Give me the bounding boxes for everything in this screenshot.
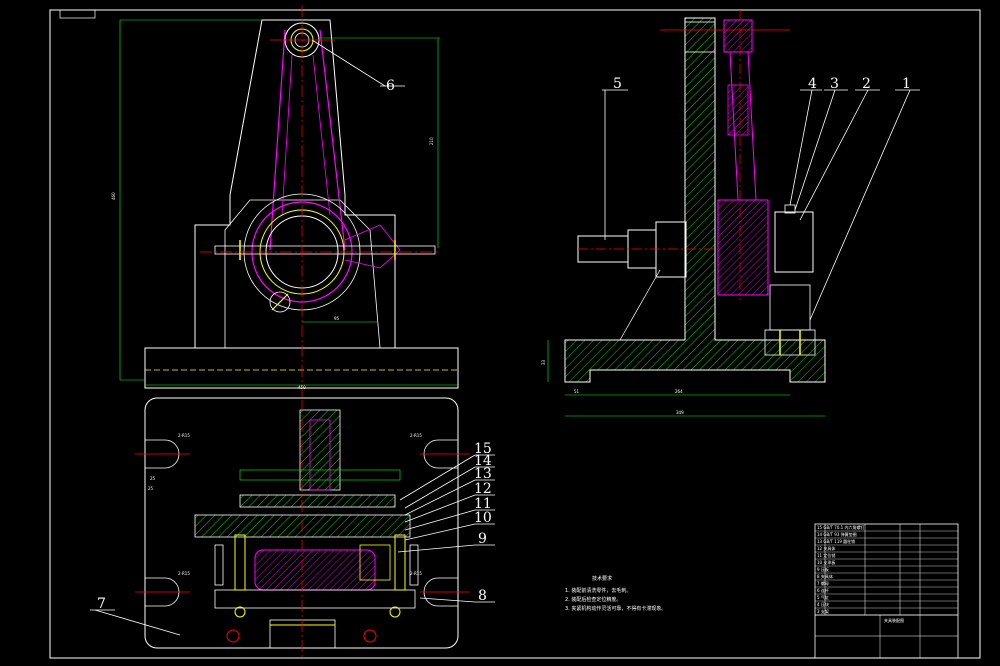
slot-dim-d: 2-R15 [410,571,422,576]
slot-dim-f: 25 [150,476,156,481]
dim-side-left: 51 [574,389,580,394]
side-rod-big-end [717,199,769,296]
title-block-row: 12 夹具体 [817,545,835,551]
side-view: 51 264 349 33 1 2 3 4 5 [541,10,920,417]
dim-side-height: 33 [541,359,546,365]
title-block-row: 3 支架 [817,608,829,614]
title-block-row: 10 支承板 [817,559,835,565]
title-block-row: 9 压板 [817,566,829,572]
balloon-9: 9 [478,531,487,547]
technical-notes: 技术要求 1. 装配前清洗零件，去毛刺。 2. 装配后检查定位精度。 3. 夹紧… [565,575,666,612]
dim-front-height: 460 [111,192,116,200]
balloon-1: 1 [902,76,911,92]
title-block-row: 11 定位销 [817,552,835,558]
top-clamp-plate [194,514,411,538]
title-block-row: 8 夹具体 [817,573,833,579]
title-block-row: 6 连杆 [817,587,829,593]
top-cylinder [299,409,341,491]
front-body-outline [194,19,396,348]
balloon-2: 2 [862,76,871,92]
top-view: 2-R15 2-R15 2-R15 2-R15 25 25 [90,397,495,660]
slot-dim-c: 2-R15 [178,571,190,576]
side-bracket [564,17,826,383]
balloon-15: 15 [474,441,492,457]
balloon-6: 6 [386,78,395,94]
balloon-7: 7 [97,596,106,612]
dim-side-width: 264 [675,389,683,394]
title-block-row: 15 GB/T 70.1 内六角螺钉 [817,524,864,530]
slot-dim-b: 2-R15 [410,433,422,438]
balloon-11: 11 [474,496,492,512]
balloon-5: 5 [613,76,622,92]
dim-front-width: 450 [298,385,306,390]
balloon-8: 8 [478,588,487,604]
connecting-rod [269,29,346,251]
balloon-13: 13 [474,466,492,482]
note-line-2: 2. 装配后检查定位精度。 [565,596,621,603]
slot-dim-a: 2-R15 [178,433,190,438]
front-base-plate [144,347,459,389]
title-block-row: 7 螺母 [817,580,829,586]
top-workpiece [254,549,376,591]
drawing-border [49,9,981,659]
dim-front-offset: 95 [334,316,340,321]
balloon-3: 3 [830,76,839,92]
title-block-row: 14 GB/T 93 弹簧垫圈 [817,531,857,537]
title-block-row: 5 气缸 [817,594,829,600]
balloon-10: 10 [474,510,492,526]
note-line-3: 3. 夹紧机构动作灵活可靠，不得有卡滞现象。 [565,605,666,612]
title-block-row: 4 压块 [817,601,829,607]
note-line-1: 1. 装配前清洗零件，去毛刺。 [565,587,631,594]
dim-front-top: 210 [429,137,434,145]
dim-side-base: 349 [676,410,684,415]
title-block-row: 13 GB/T 119 圆柱销 [817,538,855,544]
corner-mark [59,9,96,19]
support-column [774,211,814,273]
balloon-12: 12 [474,481,492,497]
notes-title: 技术要求 [592,575,612,582]
balloon-14: 14 [474,453,492,469]
front-view: 460 210 95 450 6 [111,5,459,400]
slot-dim-e: 25 [148,486,154,491]
balloon-4: 4 [808,76,817,92]
title-block-footer: 夹具装配图 [884,617,904,623]
